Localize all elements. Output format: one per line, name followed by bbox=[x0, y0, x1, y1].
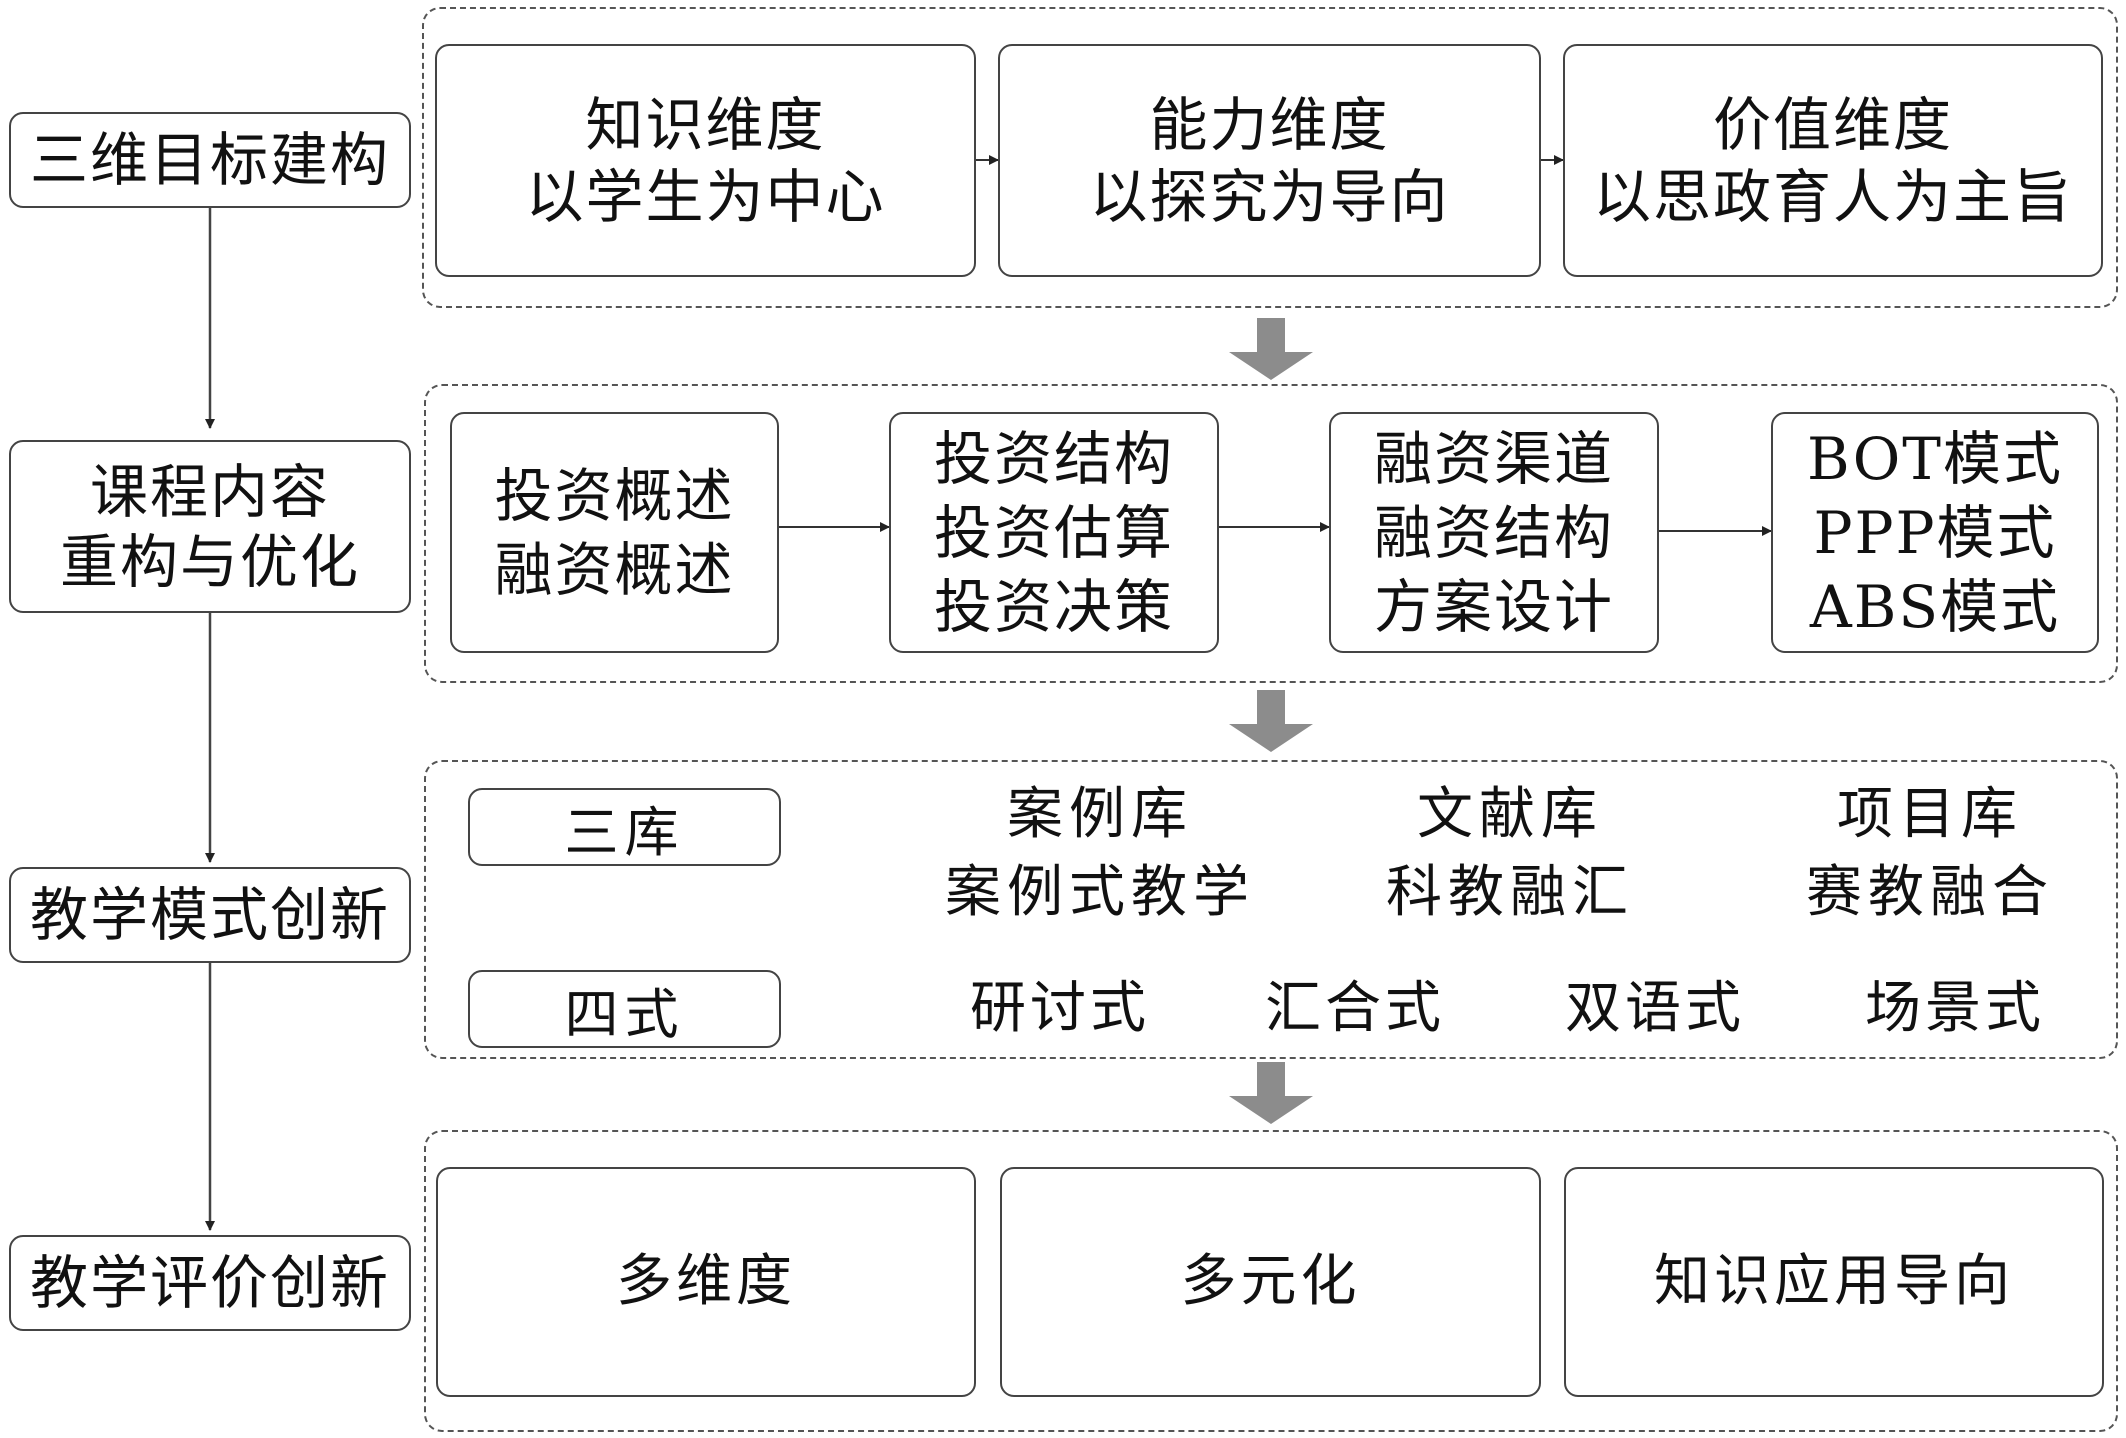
library-name: 案例库 bbox=[1007, 782, 1193, 847]
eval-application-oriented: 知识应用导向 bbox=[1564, 1167, 2104, 1397]
mode-scenario: 场景式 bbox=[1865, 976, 2045, 1041]
step-content-restructure: 课程内容 重构与优化 bbox=[9, 440, 411, 613]
eval-label: 多维度 bbox=[616, 1249, 796, 1314]
thick-arrow-down-icon bbox=[1229, 1062, 1313, 1124]
section-goals bbox=[422, 7, 2118, 308]
mode-bilingual: 双语式 bbox=[1565, 976, 1745, 1041]
section-evaluation bbox=[424, 1130, 2118, 1432]
library-name: 项目库 bbox=[1837, 782, 2023, 847]
content-line: 方案设计 bbox=[1373, 572, 1614, 641]
content-line: 投资估算 bbox=[933, 498, 1174, 567]
dimension-title: 知识维度 bbox=[585, 90, 826, 159]
step-label-line: 重构与优化 bbox=[59, 527, 360, 596]
content-financing: 融资渠道 融资结构 方案设计 bbox=[1329, 412, 1659, 653]
tag-four-modes: 四式 bbox=[468, 970, 781, 1048]
library-method: 案例式教学 bbox=[945, 860, 1255, 925]
step-label: 三维目标建构 bbox=[29, 126, 390, 194]
step-label: 教学评价创新 bbox=[29, 1249, 390, 1317]
step-teaching-evaluation: 教学评价创新 bbox=[9, 1235, 411, 1331]
library-case: 案例库 案例式教学 bbox=[900, 776, 1300, 932]
dimension-title: 价值维度 bbox=[1712, 90, 1953, 159]
library-literature: 文献库 科教融汇 bbox=[1310, 776, 1710, 932]
content-line: 融资渠道 bbox=[1373, 424, 1614, 493]
dimension-subtitle: 以探究为导向 bbox=[1089, 162, 1450, 231]
library-method: 赛教融合 bbox=[1806, 860, 2054, 925]
tag-label: 三库 bbox=[564, 800, 685, 864]
eval-multidimensional: 多维度 bbox=[436, 1167, 976, 1397]
dimension-knowledge: 知识维度 以学生为中心 bbox=[435, 44, 976, 277]
eval-diversified: 多元化 bbox=[1000, 1167, 1541, 1397]
eval-label: 知识应用导向 bbox=[1654, 1249, 2014, 1314]
dimension-title: 能力维度 bbox=[1149, 90, 1390, 159]
library-method: 科教融汇 bbox=[1386, 860, 1634, 925]
mode-convergence: 汇合式 bbox=[1265, 976, 1445, 1041]
dimension-ability: 能力维度 以探究为导向 bbox=[998, 44, 1541, 277]
dimension-value: 价值维度 以思政育人为主旨 bbox=[1563, 44, 2103, 277]
library-name: 文献库 bbox=[1417, 782, 1603, 847]
content-line: ABS模式 bbox=[1809, 572, 2061, 641]
content-line: 投资决策 bbox=[933, 572, 1174, 641]
content-line: BOT模式 bbox=[1807, 424, 2063, 493]
step-label-line: 课程内容 bbox=[89, 457, 330, 526]
library-project: 项目库 赛教融合 bbox=[1730, 776, 2126, 932]
thick-arrow-down-icon bbox=[1229, 318, 1313, 380]
content-investment: 投资结构 投资估算 投资决策 bbox=[889, 412, 1219, 653]
thick-arrow-down-icon bbox=[1229, 690, 1313, 752]
content-line: 融资概述 bbox=[494, 535, 735, 604]
section-content bbox=[424, 384, 2118, 683]
content-line: 投资概述 bbox=[494, 461, 735, 530]
section-teaching-mode bbox=[424, 760, 2118, 1059]
content-line: 融资结构 bbox=[1373, 498, 1614, 567]
step-label: 教学模式创新 bbox=[29, 881, 390, 949]
mode-seminar: 研讨式 bbox=[970, 976, 1150, 1041]
step-teaching-mode: 教学模式创新 bbox=[9, 867, 411, 963]
content-line: 投资结构 bbox=[933, 424, 1174, 493]
eval-label: 多元化 bbox=[1180, 1249, 1361, 1314]
tag-label: 四式 bbox=[564, 982, 685, 1046]
content-line: PPP模式 bbox=[1813, 498, 2057, 567]
dimension-subtitle: 以学生为中心 bbox=[525, 162, 886, 231]
content-overview: 投资概述 融资概述 bbox=[450, 412, 779, 653]
step-goal-construction: 三维目标建构 bbox=[9, 112, 411, 208]
tag-three-libraries: 三库 bbox=[468, 788, 781, 866]
content-models: BOT模式 PPP模式 ABS模式 bbox=[1771, 412, 2099, 653]
dimension-subtitle: 以思政育人为主旨 bbox=[1592, 162, 2073, 231]
